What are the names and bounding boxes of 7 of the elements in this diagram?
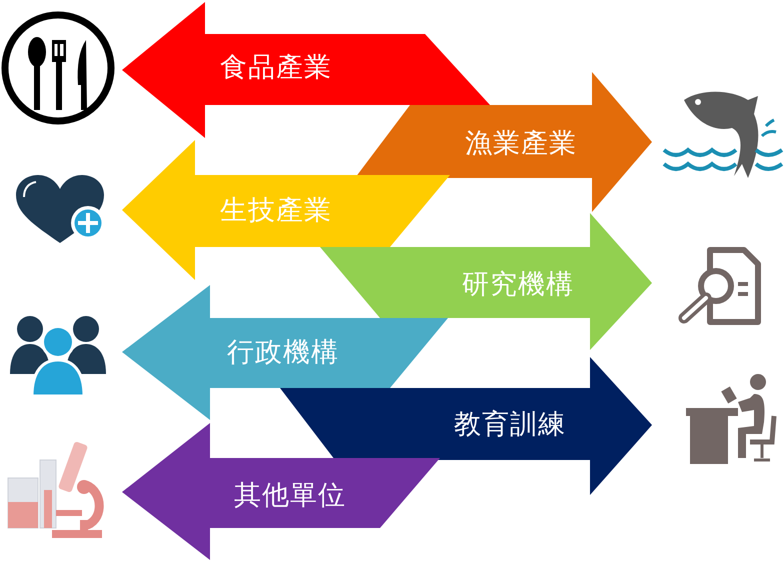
arrow-label: 生技產業	[220, 194, 332, 228]
arrow-label: 漁業產業	[465, 127, 577, 161]
arrow-label: 教育訓練	[454, 408, 566, 442]
arrow-label: 行政機構	[227, 336, 339, 370]
arrow-label: 研究機構	[462, 268, 574, 302]
arrow-label: 其他單位	[234, 479, 346, 513]
arrow-label: 食品產業	[220, 51, 332, 85]
